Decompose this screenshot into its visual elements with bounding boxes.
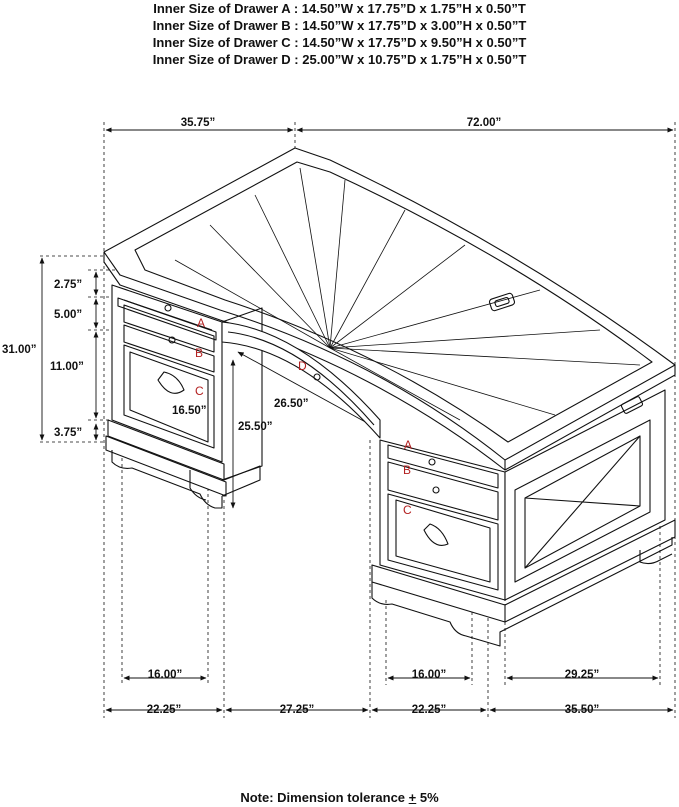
dim-kneehole-depth: 26.50”	[274, 398, 309, 410]
tolerance-note: Note: Dimension tolerance + 5%	[0, 790, 679, 805]
veneer-fan	[174, 167, 641, 421]
spec-drawer-b: Inner Size of Drawer B : 14.50”W x 17.75…	[152, 18, 527, 33]
left-drawer-b-front	[123, 324, 215, 373]
label-left-drawer-b: B	[195, 346, 203, 360]
label-right-drawer-b: B	[403, 463, 411, 477]
dim-kneehole-height: 25.50”	[238, 421, 273, 433]
spec-drawer-c: Inner Size of Drawer C : 14.50”W x 17.75…	[152, 35, 527, 50]
dim-overall-height: 31.00”	[2, 344, 37, 356]
extension-lines	[40, 122, 676, 718]
label-drawer-d: D	[298, 359, 307, 373]
dim-left-inner-width: 16.00”	[148, 669, 183, 681]
spec-drawer-d: Inner Size of Drawer D : 25.00”W x 10.75…	[152, 52, 527, 67]
right-drawer-c-front	[387, 493, 499, 591]
dim-drawer-c-height: 11.00”	[50, 361, 84, 373]
desk-outline	[103, 147, 676, 647]
dim-top-right-width: 72.00”	[467, 117, 502, 129]
dim-bottom-kneehole: 27.25”	[280, 704, 315, 716]
dim-drawer-a-height: 2.75”	[54, 279, 82, 291]
label-left-drawer-c: C	[195, 384, 204, 398]
desk-top-surface	[103, 147, 676, 461]
left-drawer-c-front	[123, 344, 215, 449]
label-right-drawer-c: C	[403, 503, 412, 517]
dimension-lines	[39, 127, 674, 713]
dim-bottom-right-side: 35.50”	[565, 704, 600, 716]
dim-left-pedestal-depth: 16.50”	[172, 405, 207, 417]
right-drawer-b-front	[387, 461, 499, 521]
left-drawer-a-front	[123, 304, 215, 353]
dim-right-inner-width: 16.00”	[412, 669, 447, 681]
dim-drawer-b-height: 5.00”	[54, 309, 82, 321]
label-left-drawer-a: A	[197, 316, 205, 330]
drawer-labels: A B C D A B C	[195, 316, 412, 517]
dim-bottom-right-pedestal: 22.25”	[412, 704, 447, 716]
dim-right-side-depth: 29.25”	[565, 669, 600, 681]
dim-top-left-width: 35.75”	[181, 117, 216, 129]
desk-top-inset	[134, 161, 653, 443]
right-side-panel	[504, 389, 666, 601]
dimension-labels: 35.75” 72.00” 31.00” 2.75” 5.00” 11.00” …	[2, 117, 599, 716]
dim-bottom-left: 22.25”	[147, 704, 182, 716]
right-drawer-a-front	[387, 444, 499, 489]
drawer-specs: Inner Size of Drawer A : 14.50”W x 17.75…	[0, 0, 679, 68]
note-prefix: Note: Dimension tolerance	[240, 790, 409, 805]
dim-base-height: 3.75”	[54, 427, 82, 439]
label-right-drawer-a: A	[404, 438, 412, 452]
spec-drawer-a: Inner Size of Drawer A : 14.50”W x 17.75…	[153, 1, 526, 16]
tolerance-symbol: +	[408, 790, 417, 805]
note-suffix: 5%	[416, 790, 439, 805]
grommet	[488, 292, 516, 312]
desk-top-edge	[103, 252, 506, 471]
desk-top-edge-right	[504, 365, 676, 471]
